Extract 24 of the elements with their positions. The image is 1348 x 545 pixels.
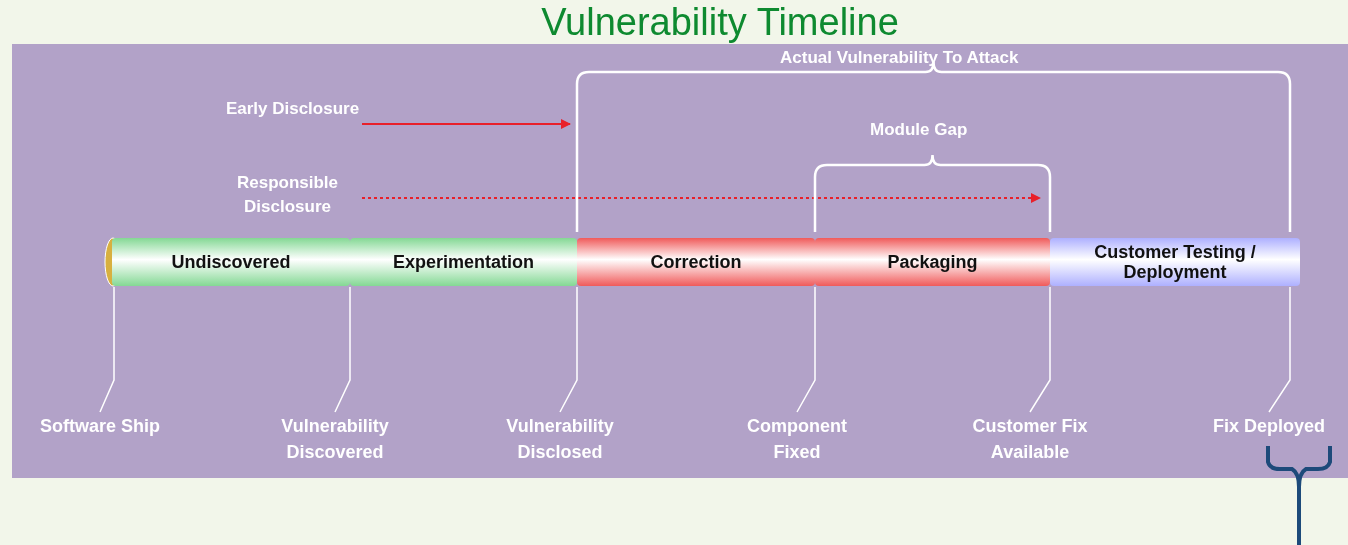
leader-line (1029, 286, 1051, 413)
leader-line (796, 286, 816, 413)
disclosure-label: Responsible Disclosure (215, 171, 360, 225)
bracket-label: Actual Vulnerability To Attack (780, 47, 1019, 69)
timeline-segment: Undiscovered (112, 238, 350, 286)
timeline-segment: Experimentation (350, 238, 577, 286)
timeline-segment: Correction (577, 238, 815, 286)
leader-line (559, 286, 578, 413)
title: Vulnerability Timeline (540, 0, 900, 44)
leader-line (334, 286, 351, 413)
bracket-label: Module Gap (870, 119, 968, 141)
milestone-label: Vulnerability Disclosed (485, 413, 635, 467)
milestone-label: Customer Fix Available (950, 413, 1110, 467)
leader-line (1268, 286, 1291, 413)
arrow (361, 193, 1041, 203)
timeline-segment: Customer Testing / Deployment (1050, 238, 1300, 286)
milestone-label: Software Ship (20, 413, 180, 441)
milestone-label: Fix Deployed (1200, 413, 1338, 441)
arrow (361, 119, 571, 129)
milestone-label: Vulnerability Discovered (260, 413, 410, 467)
leader-line (99, 286, 115, 413)
timeline-segment: Packaging (815, 238, 1050, 286)
disclosure-label: Early Disclosure (225, 97, 360, 151)
milestone-label: Component Fixed (722, 413, 872, 467)
